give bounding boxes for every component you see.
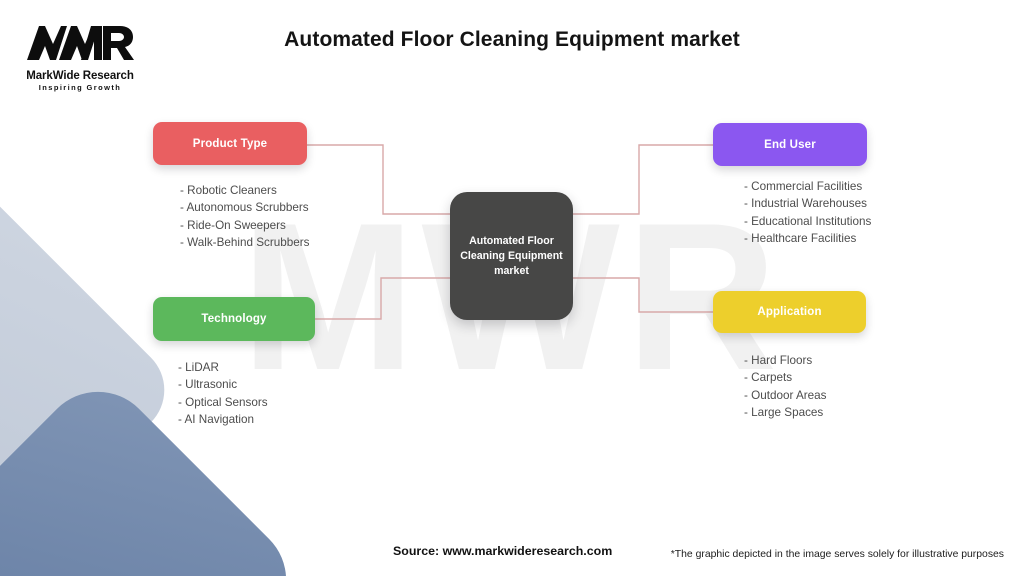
list-item: - Hard Floors — [744, 354, 813, 367]
logo-name: MarkWide Research — [26, 70, 134, 82]
branch-items-product-type: - Robotic Cleaners - Autonomous Scrubber… — [180, 182, 309, 252]
branch-items-technology: - LiDAR - Ultrasonic - Optical Sensors -… — [178, 359, 315, 429]
list-item: - AI Navigation — [178, 413, 255, 427]
branch-label-technology[interactable]: Technology — [153, 297, 315, 341]
list-item: - LiDAR — [178, 361, 219, 374]
logo-tagline: Inspiring Growth — [38, 83, 122, 92]
list-item: - Ride-On Sweepers — [180, 218, 286, 232]
list-item: - Ultrasonic — [178, 378, 238, 392]
connector-technology — [315, 277, 450, 320]
branch-items-application: - Hard Floors - Carpets - Outdoor Areas … — [744, 352, 866, 422]
disclaimer-note: *The graphic depicted in the image serve… — [670, 549, 1004, 560]
list-item: - Educational Institutions — [744, 214, 872, 228]
branch-label-product-type[interactable]: Product Type — [153, 122, 307, 165]
list-item: - Healthcare Facilities — [744, 232, 857, 246]
center-node-label: Automated Floor Cleaning Equipment marke… — [460, 234, 563, 277]
logo: MarkWide Research Inspiring Growth — [16, 22, 144, 92]
source-note: Source: www.markwideresearch.com — [393, 544, 613, 558]
list-item: - Industrial Warehouses — [744, 197, 867, 211]
center-node[interactable]: Automated Floor Cleaning Equipment marke… — [450, 192, 573, 320]
list-item: - Carpets — [744, 371, 793, 385]
list-item: - Commercial Facilities — [744, 180, 863, 193]
connector-product-type — [307, 144, 450, 215]
connector-application — [573, 277, 713, 313]
branch-label-application[interactable]: Application — [713, 291, 866, 333]
branch-label-end-user[interactable]: End User — [713, 123, 867, 166]
logo-mark-icon — [16, 22, 144, 69]
list-item: - Outdoor Areas — [744, 388, 827, 402]
branch-items-end-user: - Commercial Facilities - Industrial War… — [744, 178, 871, 248]
branch-end-user[interactable]: End User - Commercial Facilities - Indus… — [713, 123, 871, 248]
list-item: - Autonomous Scrubbers — [180, 201, 309, 215]
list-item: - Large Spaces — [744, 406, 824, 420]
branch-technology[interactable]: Technology - LiDAR - Ultrasonic - Optica… — [153, 297, 315, 429]
page-title: Automated Floor Cleaning Equipment marke… — [284, 28, 740, 51]
list-item: - Optical Sensors — [178, 395, 268, 409]
connector-end-user — [573, 144, 713, 215]
branch-product-type[interactable]: Product Type - Robotic Cleaners - Autono… — [153, 122, 309, 252]
list-item: - Robotic Cleaners — [180, 184, 277, 197]
list-item: - Walk-Behind Scrubbers — [180, 236, 310, 250]
branch-application[interactable]: Application - Hard Floors - Carpets - Ou… — [713, 291, 866, 422]
